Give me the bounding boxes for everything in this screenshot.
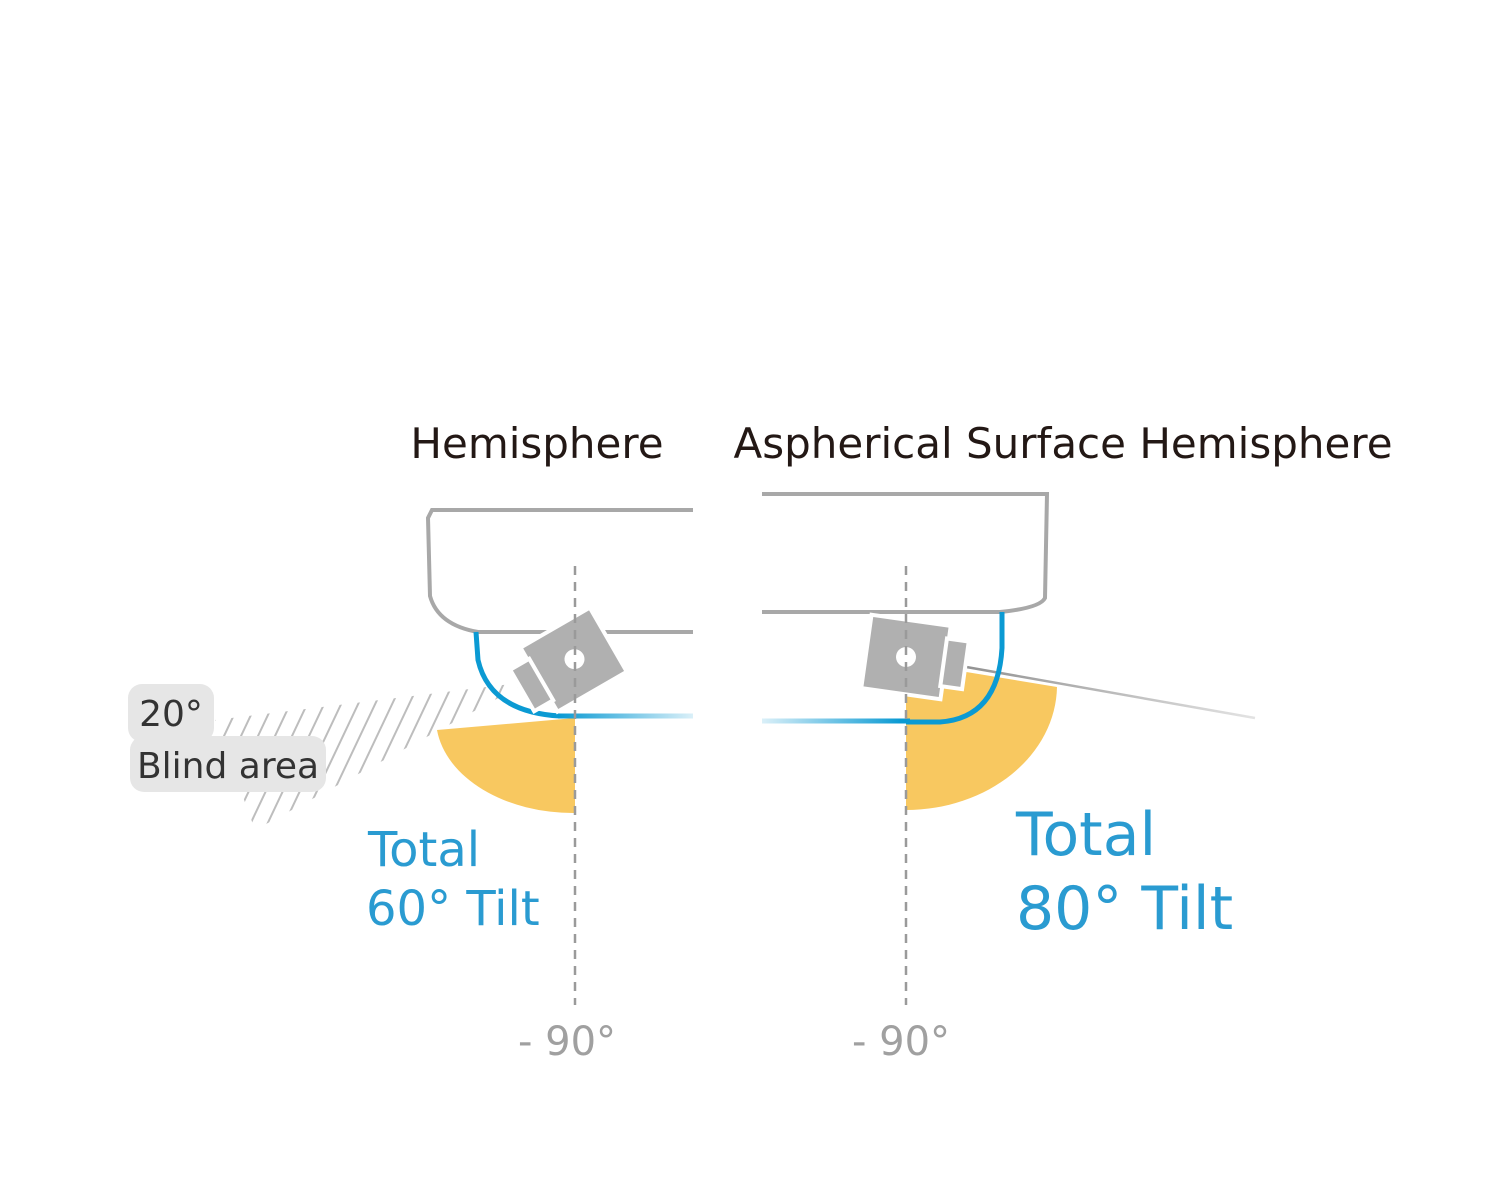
tilt-text-right-line1: Total xyxy=(1015,800,1156,870)
tilt-text-left-line1: Total xyxy=(367,822,480,878)
aspherical-diagram: - 90° Total 80° Tilt xyxy=(762,492,1256,1065)
blind-area-text: Blind area xyxy=(137,746,319,787)
axis-label-right: - 90° xyxy=(852,1019,950,1065)
hemisphere-title: Hemisphere xyxy=(410,419,663,468)
camera-left xyxy=(507,604,630,715)
blind-area-badge xyxy=(130,736,326,792)
dome-left xyxy=(473,631,561,719)
dome-right xyxy=(906,612,1005,725)
tilt-text-right-line2: 80° Tilt xyxy=(1016,874,1233,944)
blind-angle-text: 20° xyxy=(139,694,203,735)
housing-right xyxy=(762,492,1050,614)
tilt-wedge-left xyxy=(437,718,575,814)
housing-lines-left xyxy=(428,517,693,660)
tilt-wedge-right xyxy=(906,662,1057,811)
tilt-text-left-line2: 60° Tilt xyxy=(366,881,540,937)
aspherical-title: Aspherical Surface Hemisphere xyxy=(733,419,1392,468)
beam-line-right xyxy=(954,663,1256,720)
housing-lines-right xyxy=(762,579,1044,659)
camera-right xyxy=(858,612,972,702)
axis-label-left: - 90° xyxy=(518,1019,616,1065)
hemisphere-diagram: - 90° 20° Blind area Total 60° Tilt xyxy=(128,508,693,1065)
blind-angle-badge xyxy=(128,684,214,742)
